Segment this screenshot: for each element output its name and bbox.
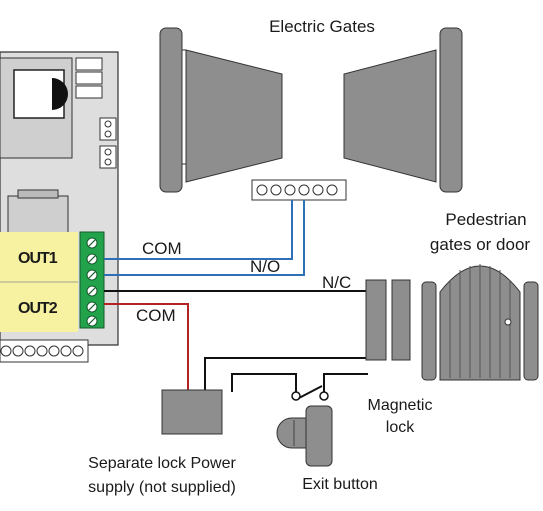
power-supply-label-line2: supply (not supplied) — [88, 479, 236, 496]
magnetic-lock-label-line1: Magnetic — [368, 397, 433, 414]
switch-symbol — [291, 385, 329, 401]
out1-label: OUT1 — [18, 250, 58, 267]
gate-leaf-right — [343, 27, 463, 193]
board-jumper-3 — [75, 85, 103, 99]
wire-psu-to-lock — [204, 357, 368, 390]
door-handle — [504, 318, 512, 326]
board-jumper-2 — [75, 71, 103, 85]
magnet-icon — [365, 279, 411, 361]
wire-switch-to-lock — [323, 373, 368, 392]
gate-post-left — [159, 27, 183, 193]
door-icon — [421, 264, 539, 381]
wire-no-out1 — [104, 200, 305, 276]
pedestrian-post-left — [421, 281, 437, 381]
board-terminal-small-2 — [99, 145, 117, 169]
board-terminal-small-1 — [99, 117, 117, 141]
power-supply-icon — [161, 389, 223, 435]
gate-leaf-icon — [343, 49, 437, 183]
wire-psu-to-switch — [231, 373, 297, 392]
pedestrian-post-right — [523, 281, 539, 381]
nc-label: N/C — [322, 273, 351, 292]
board-relay-coil — [52, 78, 68, 110]
electric-gates-title: Electric Gates — [269, 17, 375, 36]
com-top-label: COM — [142, 239, 182, 258]
out2-label: OUT2 — [18, 300, 58, 317]
exit-button-label: Exit button — [302, 476, 378, 493]
com-bottom-label: COM — [136, 306, 176, 325]
wire-com-out2 — [104, 303, 189, 390]
gate-leaf-left — [159, 27, 283, 193]
magnetic-lock-label-line2: lock — [386, 419, 415, 436]
control-board: OUT1 OUT2 — [0, 51, 119, 363]
wire-com-out1 — [104, 200, 293, 260]
board-connector — [7, 195, 69, 237]
gate-leaf-icon — [185, 49, 283, 183]
push-button-icon — [276, 405, 333, 467]
power-supply-label-line1: Separate lock Power — [88, 455, 236, 472]
pedestrian-label-line1: Pedestrian — [445, 210, 526, 229]
gate-post-right — [439, 27, 463, 193]
no-label: N/O — [250, 257, 280, 276]
pedestrian-label-line2: gates or door — [430, 235, 531, 254]
board-jumper-1 — [75, 57, 103, 71]
